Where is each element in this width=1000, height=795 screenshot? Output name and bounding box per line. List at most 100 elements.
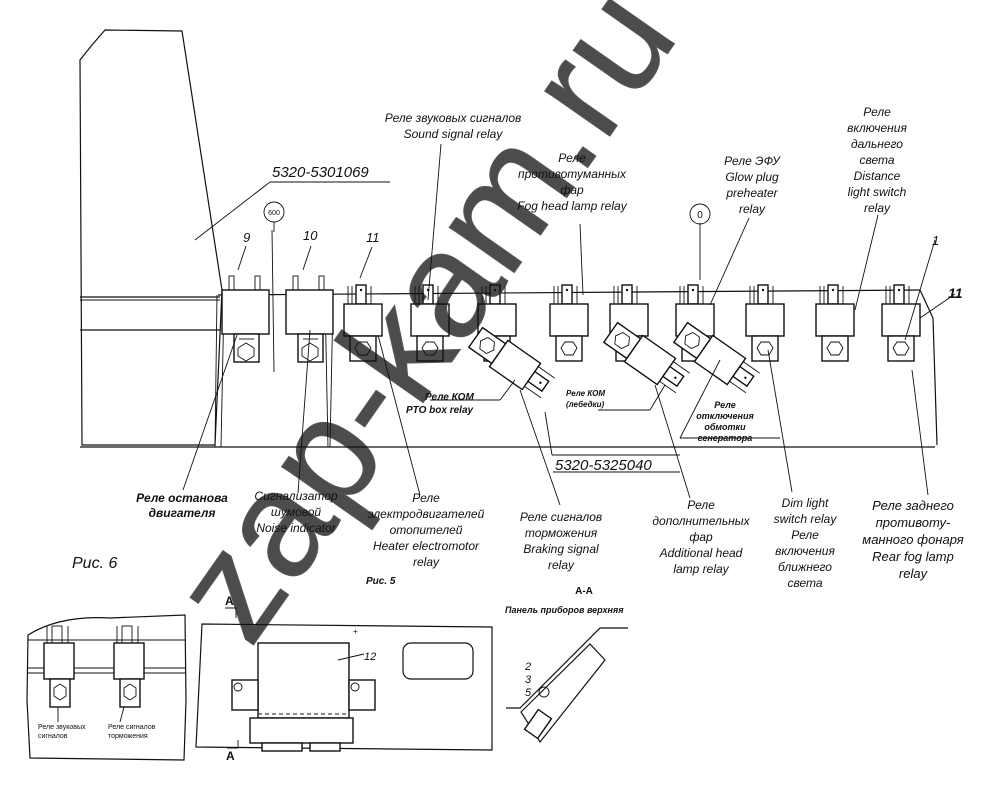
label-line: сигналов (38, 733, 68, 740)
label-line: генератора (698, 433, 752, 443)
label-pto-box-relay: Реле КОМ PTO box relay (406, 392, 474, 416)
label-fog-head-lamp-relay: Реле противотуманных фар Fog head lamp r… (517, 151, 627, 213)
label-pto-winch-relay: Реле КОМ (лебедки) (566, 389, 605, 409)
callout-1: 1 (932, 233, 939, 248)
label-line: Rear fog lamp (872, 549, 954, 564)
relay-1 (343, 284, 383, 362)
label-line: Реле останова (136, 491, 228, 505)
label-line: дальнего (851, 137, 903, 151)
relay-4 (549, 284, 589, 362)
label-line: Реле КОМ (566, 389, 605, 398)
fig6-caption: Рис. 6 (72, 555, 117, 572)
label-line: PTO box relay (406, 405, 474, 416)
fig6-label-braking-relay: Реле сигналов торможения (108, 724, 156, 740)
callout-10: 10 (303, 228, 318, 243)
label-line: электродвигателей (368, 507, 485, 521)
leader-lines (182, 143, 956, 506)
label-line: манного фонаря (862, 532, 963, 547)
label-glow-plug-relay: Реле ЭФУ Glow plug preheater relay (724, 154, 781, 216)
label-line: Реле сигналов (108, 724, 156, 731)
label-line: relay (864, 201, 891, 215)
part-number-5301069: 5320-5301069 (272, 164, 369, 181)
section-mark-a-bottom: А (226, 740, 239, 763)
label-line: света (787, 576, 822, 590)
label-line: Сигнализатор (254, 489, 337, 503)
label-line: Braking signal (523, 542, 599, 556)
panel-upper-label: Панель приборов верхняя (505, 605, 624, 615)
circle-callout-600: 600 (263, 201, 285, 223)
label-line: Glow plug (725, 170, 779, 184)
label-line: Реле сигналов (520, 510, 602, 524)
label-line: Dim light (782, 496, 829, 510)
label-line: Noise indicator (256, 521, 336, 535)
label-line: включения (775, 544, 835, 558)
callout-3: 3 (525, 674, 532, 686)
label-distance-light-relay: Реле включения дальнего света Distance l… (847, 105, 907, 215)
label-line: фар (560, 183, 584, 197)
callout-5: 5 (525, 687, 532, 699)
section-mark-text: А (226, 749, 235, 763)
callout-12: 12 (364, 651, 376, 663)
label-line: Реле (714, 400, 736, 410)
label-line: света (859, 153, 894, 167)
label-line: (лебедки) (566, 400, 604, 409)
callout-11-right: 11 (948, 285, 963, 301)
relay-row (221, 275, 921, 363)
label-line: Реле заднего (872, 498, 954, 513)
callout-2: 2 (524, 661, 531, 673)
circle-callout-0: 0 (689, 203, 711, 225)
label-engine-stop-relay: Реле останова двигателя (136, 491, 228, 520)
label-line: relay (413, 555, 440, 569)
fig6-label-sound-relay: Реле звуковых сигналов (38, 724, 86, 740)
label-line: relay (548, 558, 575, 572)
label-generator-relay: Реле отключения обмотки генератора (696, 400, 754, 443)
label-line: Реле звуковых сигналов (385, 111, 522, 125)
label-line: двигателя (149, 506, 216, 520)
label-line: Реле (863, 105, 891, 119)
callout-11-top: 11 (366, 230, 380, 245)
fig6-relay-a (43, 625, 75, 708)
section-aa-caption: А-А (575, 586, 593, 597)
relay-8 (815, 284, 855, 362)
label-rear-fog-lamp-relay: Реле заднего противоту- манного фонаря R… (862, 498, 963, 581)
label-line: обмотки (704, 422, 746, 432)
fig5-mark: + (353, 627, 358, 636)
circle-0-text: 0 (697, 210, 703, 221)
label-line: Distance (854, 169, 901, 183)
fig6-inset: Реле звуковых сигналов Реле сигналов тор… (26, 614, 187, 761)
section-aa: Панель приборов верхняя 2 3 5 (505, 605, 628, 744)
label-line: relay (899, 566, 929, 581)
label-line: relay (739, 202, 766, 216)
section-mark-text: А (225, 594, 234, 608)
relay-9 (881, 284, 921, 362)
label-line: торможения (108, 733, 148, 740)
label-line: Реле (558, 151, 586, 165)
relay-7 (745, 284, 785, 362)
label-line: lamp relay (673, 562, 729, 576)
relay-pto-winch (602, 321, 690, 394)
label-line: противотуманных (518, 167, 627, 181)
label-line: фар (689, 530, 713, 544)
label-line: ближнего (778, 560, 832, 574)
label-noise-indicator: Сигнализатор шумовой Noise indicator (254, 489, 337, 535)
circle-600-text: 600 (268, 210, 280, 217)
label-line: отключения (696, 411, 754, 421)
label-heater-electromotor-relay: Реле электродвигателей отопителей Heater… (368, 491, 485, 569)
label-dim-light-relay: Dim light switch relay Реле включения бл… (774, 496, 838, 590)
part-number-5325040: 5320-5325040 (555, 457, 652, 474)
label-additional-head-lamp-relay: Реле дополнительных фар Additional head … (652, 498, 750, 576)
label-braking-signal-relay: Реле сигналов торможения Braking signal … (520, 510, 602, 572)
label-line: switch relay (774, 512, 838, 526)
relay-10 (285, 275, 334, 363)
label-line: Heater electromotor (373, 539, 480, 553)
label-line: дополнительных (652, 514, 750, 528)
fig5-panel: + 12 А А (195, 594, 493, 763)
label-line: preheater (725, 186, 778, 200)
label-line: противоту- (876, 515, 951, 530)
relay-9 (221, 275, 270, 363)
label-line: Реле (687, 498, 715, 512)
label-line: Реле КОМ (425, 392, 474, 403)
label-line: шумовой (271, 505, 322, 519)
label-line: Additional head (659, 546, 743, 560)
